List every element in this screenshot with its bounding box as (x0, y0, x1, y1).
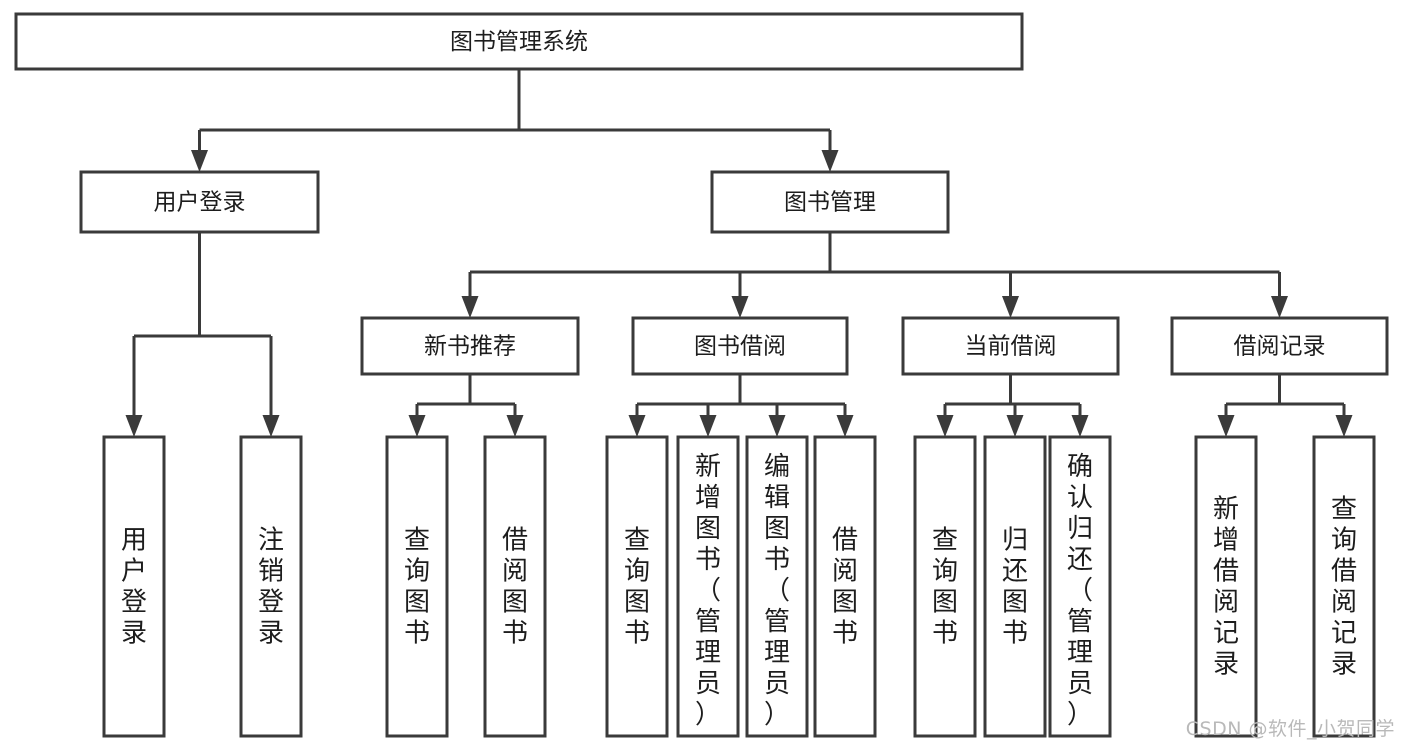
arrow-head-icon (506, 415, 524, 437)
node-box[interactable] (676, 435, 740, 738)
arrow-head-icon (125, 415, 143, 437)
connector-group (1217, 374, 1353, 437)
arrow-head-icon (1006, 415, 1024, 437)
node-label: 归还图书 (1002, 526, 1028, 649)
arrow-head-icon (191, 150, 208, 172)
node-box[interactable] (913, 435, 977, 738)
node-l-nr-borrow[interactable]: 借阅图书 (483, 435, 547, 738)
node-l-rec-add[interactable]: 新增借阅记录 (1194, 435, 1258, 738)
node-n-new-rec[interactable]: 新书推荐 (360, 316, 580, 376)
arrow-head-icon (1271, 296, 1288, 318)
node-label: 查询图书 (932, 526, 958, 649)
node-label: 新增借阅记录 (1213, 495, 1239, 680)
node-label: 查询借阅记录 (1331, 495, 1357, 680)
node-l-cb-query[interactable]: 查询图书 (913, 435, 977, 738)
arrow-head-icon (461, 296, 479, 318)
arrow-head-icon (836, 415, 854, 437)
connector-group (191, 69, 839, 172)
node-box[interactable] (239, 435, 303, 738)
node-label: 确认归还（管理员） (1067, 452, 1093, 730)
arrow-head-icon (1335, 415, 1353, 437)
node-label: 借阅图书 (502, 526, 528, 649)
node-box[interactable] (710, 170, 950, 234)
node-label: 新增图书（管理员） (695, 452, 721, 730)
node-n-record[interactable]: 借阅记录 (1170, 316, 1389, 376)
node-l-user-logout[interactable]: 注销登录 (239, 435, 303, 738)
node-l-bb-lend[interactable]: 借阅图书 (813, 435, 877, 738)
node-layer: 图书管理系统用户登录图书管理新书推荐图书借阅当前借阅借阅记录用户登录注销登录查询… (14, 12, 1389, 738)
node-box[interactable] (983, 435, 1047, 738)
connector-group (125, 232, 280, 437)
node-n-current[interactable]: 当前借阅 (901, 316, 1120, 376)
node-label: 新书推荐 (424, 334, 516, 360)
connector-group (628, 374, 854, 437)
node-label: 用户登录 (154, 190, 246, 216)
node-box[interactable] (14, 12, 1024, 71)
arrow-head-icon (1217, 415, 1235, 437)
node-n-user-login[interactable]: 用户登录 (79, 170, 320, 234)
arrow-head-icon (768, 415, 786, 437)
node-l-nr-query[interactable]: 查询图书 (385, 435, 449, 738)
node-n-book-mgmt[interactable]: 图书管理 (710, 170, 950, 234)
arrow-head-icon (1002, 296, 1019, 318)
node-n-borrow[interactable]: 图书借阅 (631, 316, 849, 376)
arrow-head-icon (628, 415, 646, 437)
node-label: 借阅图书 (832, 526, 858, 649)
node-label: 注销登录 (258, 526, 284, 649)
node-box[interactable] (813, 435, 877, 738)
watermark-text: CSDN @软件_小贺同学 (1185, 718, 1395, 740)
node-box[interactable] (360, 316, 580, 376)
node-l-rec-query[interactable]: 查询借阅记录 (1312, 435, 1376, 738)
node-box[interactable] (102, 435, 166, 738)
connector-group (936, 374, 1089, 437)
node-l-user-login[interactable]: 用户登录 (102, 435, 166, 738)
arrow-head-icon (936, 415, 954, 437)
node-box[interactable] (1312, 435, 1376, 738)
arrow-head-icon (821, 150, 839, 172)
connector-group (461, 232, 1288, 318)
arrow-head-icon (408, 415, 426, 437)
connector-group (408, 374, 524, 437)
node-box[interactable] (483, 435, 547, 738)
node-label: 查询图书 (624, 526, 650, 649)
node-box[interactable] (901, 316, 1120, 376)
node-box[interactable] (605, 435, 669, 738)
node-label: 图书借阅 (694, 334, 786, 360)
node-label: 图书管理系统 (450, 29, 588, 55)
connector-layer (125, 69, 1353, 437)
node-box[interactable] (745, 435, 809, 738)
node-box[interactable] (1048, 435, 1112, 738)
arrow-head-icon (731, 296, 749, 318)
node-root[interactable]: 图书管理系统 (14, 12, 1024, 71)
node-box[interactable] (79, 170, 320, 234)
node-label: 编辑图书（管理员） (764, 452, 790, 730)
node-label: 当前借阅 (965, 334, 1057, 360)
node-label: 图书管理 (784, 190, 876, 216)
node-l-cb-return[interactable]: 归还图书 (983, 435, 1047, 738)
node-label: 查询图书 (404, 526, 430, 649)
node-label: 借阅记录 (1234, 334, 1326, 360)
node-l-cb-confirm[interactable]: 确认归还（管理员） (1048, 435, 1112, 738)
arrow-head-icon (262, 415, 280, 437)
node-box[interactable] (1194, 435, 1258, 738)
arrow-head-icon (1071, 415, 1089, 437)
node-box[interactable] (631, 316, 849, 376)
node-label: 用户登录 (121, 526, 147, 649)
arrow-head-icon (699, 415, 717, 437)
node-box[interactable] (385, 435, 449, 738)
node-l-bb-add[interactable]: 新增图书（管理员） (676, 435, 740, 738)
node-l-bb-query[interactable]: 查询图书 (605, 435, 669, 738)
node-box[interactable] (1170, 316, 1389, 376)
node-l-bb-edit[interactable]: 编辑图书（管理员） (745, 435, 809, 738)
